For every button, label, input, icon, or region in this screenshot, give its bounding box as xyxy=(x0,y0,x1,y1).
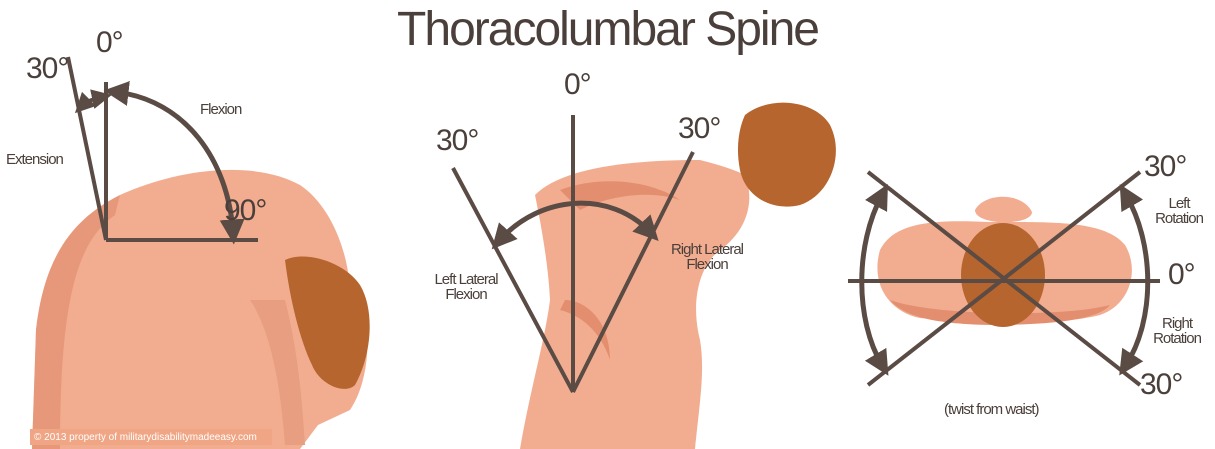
p1-label-90-degrees: 90° xyxy=(224,194,266,228)
p2-right-lateral-line2: Flexion xyxy=(652,257,762,272)
copyright-text: © 2013 property of militarydisabilitymad… xyxy=(34,432,257,443)
p1-label-flexion: Flexion xyxy=(200,102,241,117)
p3-right-rotation-line1: Right xyxy=(1144,316,1210,331)
p1-label-0-degrees: 0° xyxy=(96,26,123,60)
head-top-view xyxy=(961,223,1045,327)
back-body xyxy=(520,160,749,449)
p3-label-0-degrees: 0° xyxy=(1168,258,1195,292)
p3-label-right-rotation: Right Rotation xyxy=(1144,316,1210,346)
p3-left-rotation-line2: Rotation xyxy=(1148,211,1210,226)
extension-arc xyxy=(82,97,102,106)
p3-label-30-bottom: 30° xyxy=(1140,368,1182,402)
hair-p2 xyxy=(738,103,836,207)
face-top xyxy=(975,197,1032,223)
p1-label-extension: Extension xyxy=(6,152,63,167)
p2-left-lateral-line1: Left Lateral xyxy=(416,272,516,287)
p3-twist-note: (twist from waist) xyxy=(944,402,1039,417)
p2-label-30-left: 30° xyxy=(436,124,478,158)
p2-left-lateral-line2: Flexion xyxy=(416,287,516,302)
p3-label-left-rotation: Left Rotation xyxy=(1148,196,1210,226)
p3-label-30-top: 30° xyxy=(1144,150,1186,184)
p3-left-rotation-line1: Left xyxy=(1148,196,1210,211)
page-title: Thoracolumbar Spine xyxy=(0,2,1215,57)
p2-right-lateral-line1: Right Lateral xyxy=(652,242,762,257)
p2-label-0-degrees: 0° xyxy=(564,68,591,102)
p2-label-left-lateral-flexion: Left Lateral Flexion xyxy=(416,272,516,302)
p3-right-rotation-line2: Rotation xyxy=(1144,331,1210,346)
p2-label-right-lateral-flexion: Right Lateral Flexion xyxy=(652,242,762,272)
p2-label-30-right: 30° xyxy=(678,112,720,146)
p1-label-30-degrees: 30° xyxy=(26,52,68,86)
panel-rotation xyxy=(848,172,1160,385)
extension-line xyxy=(68,57,106,240)
